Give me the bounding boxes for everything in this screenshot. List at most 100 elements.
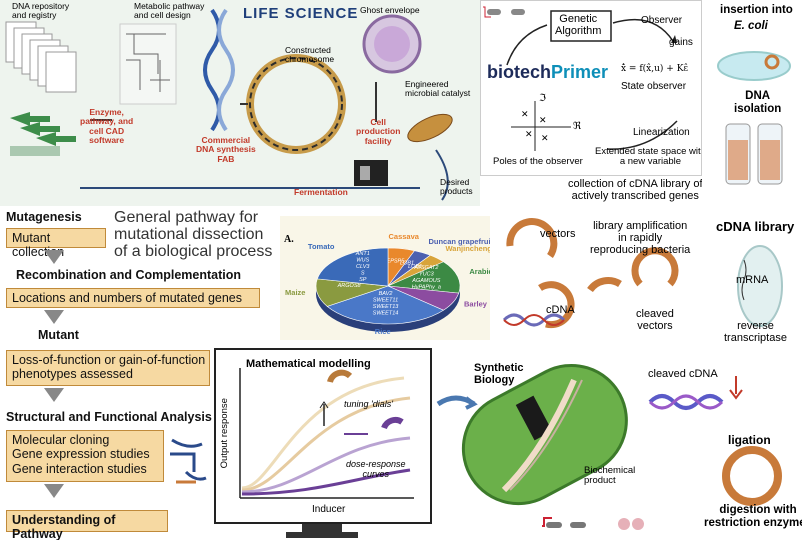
bacterium-diagram <box>436 363 644 530</box>
y-axis-label: Output response <box>218 398 230 469</box>
structural-heading: Structural and Functional Analysis <box>6 410 212 424</box>
arrow-2 <box>44 310 64 324</box>
pie-gene-label: HvPAPhy_a <box>412 284 441 290</box>
pie-gene-label: S <box>361 270 365 276</box>
pie-gene-label: SP <box>359 277 367 283</box>
vectors-label: vectors <box>540 228 576 240</box>
pie-gene-label: ANT1 <box>355 251 370 257</box>
cdna-diagram <box>502 218 783 506</box>
pie-slice-arabidopsis <box>386 261 461 294</box>
pie-gene-label: ARGOS8 <box>337 283 362 289</box>
pie-label-cassava: Cassava <box>389 232 420 241</box>
ecoli-label: E. coli <box>734 20 768 32</box>
extended: Extended state space with a new variable <box>595 146 701 168</box>
understanding-box: Understanding of Pathway <box>6 510 168 540</box>
pie-gene-label: LOB1 <box>408 264 422 270</box>
arrow-3 <box>44 388 64 402</box>
pie-label-barley: Barley <box>464 299 488 308</box>
commercial-label: Commercial DNA synthesis FAB <box>196 135 256 164</box>
pie-gene-label: SWEET13 <box>373 304 400 310</box>
observer-diagram: ✕ ✕ ✕ ✕ <box>483 6 678 151</box>
dna-isolation: DNA isolation <box>734 90 782 115</box>
ghost-label: Ghost envelope <box>360 5 420 15</box>
locations-box: Locations and numbers of mutated genes <box>6 288 260 308</box>
x-axis-label: Inducer <box>312 504 346 515</box>
monitor-base <box>286 532 358 538</box>
mutant-collection-box: Mutant collection <box>6 228 106 259</box>
svg-text:✕: ✕ <box>521 109 529 119</box>
svg-text:✕: ✕ <box>541 133 549 143</box>
biotech-logo: biotechPrimer <box>487 62 609 83</box>
pie-gene-label: EPSP5 <box>387 258 406 264</box>
fermentation-label: Fermentation <box>294 187 348 197</box>
poles: Poles of the observer <box>493 156 583 167</box>
life-science-title: LIFE SCIENCE <box>243 5 359 22</box>
pie-slice-rice <box>326 285 445 325</box>
synthetic-panel: Synthetic Biology Biochemical product <box>434 340 644 540</box>
mutation-panel: Mutagenesis Mutant collection General pa… <box>0 206 280 540</box>
cdna-label: cDNA <box>546 304 575 316</box>
dna-repo-label: DNA repository and registry <box>12 1 70 21</box>
pie-label-tomato: Tomato <box>308 242 335 251</box>
logo-primer: Primer <box>551 62 609 82</box>
dna-fragment <box>170 438 207 484</box>
reverse-label: reverse transcriptase <box>724 320 787 345</box>
desired-label: Desired products <box>440 177 473 197</box>
pie-gene-label: SWEET11 <box>373 297 398 303</box>
general-pathway-title: General pathway for mutational dissectio… <box>114 209 273 260</box>
pie-panel-label: A. <box>284 234 294 245</box>
modelling-panel: Mathematical modelling Output response I… <box>214 348 434 540</box>
engineered-label: Engineered microbial catalyst <box>405 79 471 99</box>
mutant-heading: Mutant <box>38 328 79 342</box>
state-observer: State observer <box>621 81 687 92</box>
enzyme-label: Enzyme, pathway, and cell CAD software <box>80 107 134 146</box>
pie-gene-label: LOB1 <box>400 261 414 267</box>
pie-gene-label: ATSGAT2 <box>413 265 438 271</box>
metabolic-label: Metabolic pathway and cell design <box>134 1 205 21</box>
dose-response-plot <box>239 368 414 499</box>
cleaved-cdna: cleaved cDNA <box>648 368 718 380</box>
svg-text:✕: ✕ <box>539 115 547 125</box>
pie-gene-label: AGAMOUS <box>411 278 440 284</box>
digestion-label: digestion with restriction enzymes <box>704 504 802 529</box>
biotech-panel: ✕ ✕ ✕ ✕ Genetic Algorithm Observer gains… <box>480 0 702 176</box>
state-equation: x̂̇ = f(x̂,u) + Kε̂ <box>621 64 689 74</box>
gains-label: gains <box>669 37 693 48</box>
monitor-stand <box>302 524 342 532</box>
loss-gain-box: Loss-of-function or gain-of-function phe… <box>6 350 210 386</box>
amplification-label: library amplification in rapidly reprodu… <box>590 220 691 257</box>
pie-label-arabidopsis: Arabidopsis <box>469 267 490 276</box>
linearization: Linearization <box>633 127 690 138</box>
life-science-diagram <box>5 8 453 201</box>
recombination-heading: Recombination and Complementation <box>16 268 242 282</box>
ecoli-diagram <box>717 51 791 185</box>
biochemical-label: Biochemical product <box>584 465 636 487</box>
insertion-label: insertion into <box>720 4 793 16</box>
arrow-1 <box>44 250 64 264</box>
constructed-label: Constructed chromosome <box>285 45 335 65</box>
collection-label: collection of cDNA library of actively t… <box>568 178 703 203</box>
pie-gene-label: WUS <box>356 257 369 263</box>
pie-gene-label: YUC3 <box>419 271 435 277</box>
mutagenesis-heading: Mutagenesis <box>6 210 82 224</box>
genetic-algorithm: Genetic Algorithm <box>555 13 602 38</box>
pie-gene-label: SWEET14 <box>373 310 399 316</box>
pie-label-wanjincheng-orange: Wanjincheng orange <box>446 244 490 253</box>
pie-label-duncan-grapefruit: Duncan grapefruit <box>428 237 490 246</box>
re-axis: ℜ <box>573 121 582 132</box>
cell-prod-label: Cell production facility <box>356 117 401 146</box>
cdna-library: cDNA library <box>716 219 795 234</box>
cleaved-vectors: cleaved vectors <box>636 308 674 333</box>
mrna-label: mRNA <box>736 274 769 286</box>
logo-biotech: biotech <box>487 62 552 82</box>
life-science-panel: LIFE SCIENCE DNA repository and registry… <box>0 0 480 206</box>
analysis-box: Molecular cloning Gene expression studie… <box>6 430 164 482</box>
ecoli-panel: insertion into E. coli DNA isolation <box>702 0 802 190</box>
pie-slice-tomato <box>316 247 389 287</box>
synthetic-title: Synthetic Biology <box>474 362 524 387</box>
pie-label-rice: Rice <box>375 327 391 336</box>
pie-gene-label: CLV3 <box>356 264 370 270</box>
tuning-label: tuning 'dials' <box>344 399 393 409</box>
